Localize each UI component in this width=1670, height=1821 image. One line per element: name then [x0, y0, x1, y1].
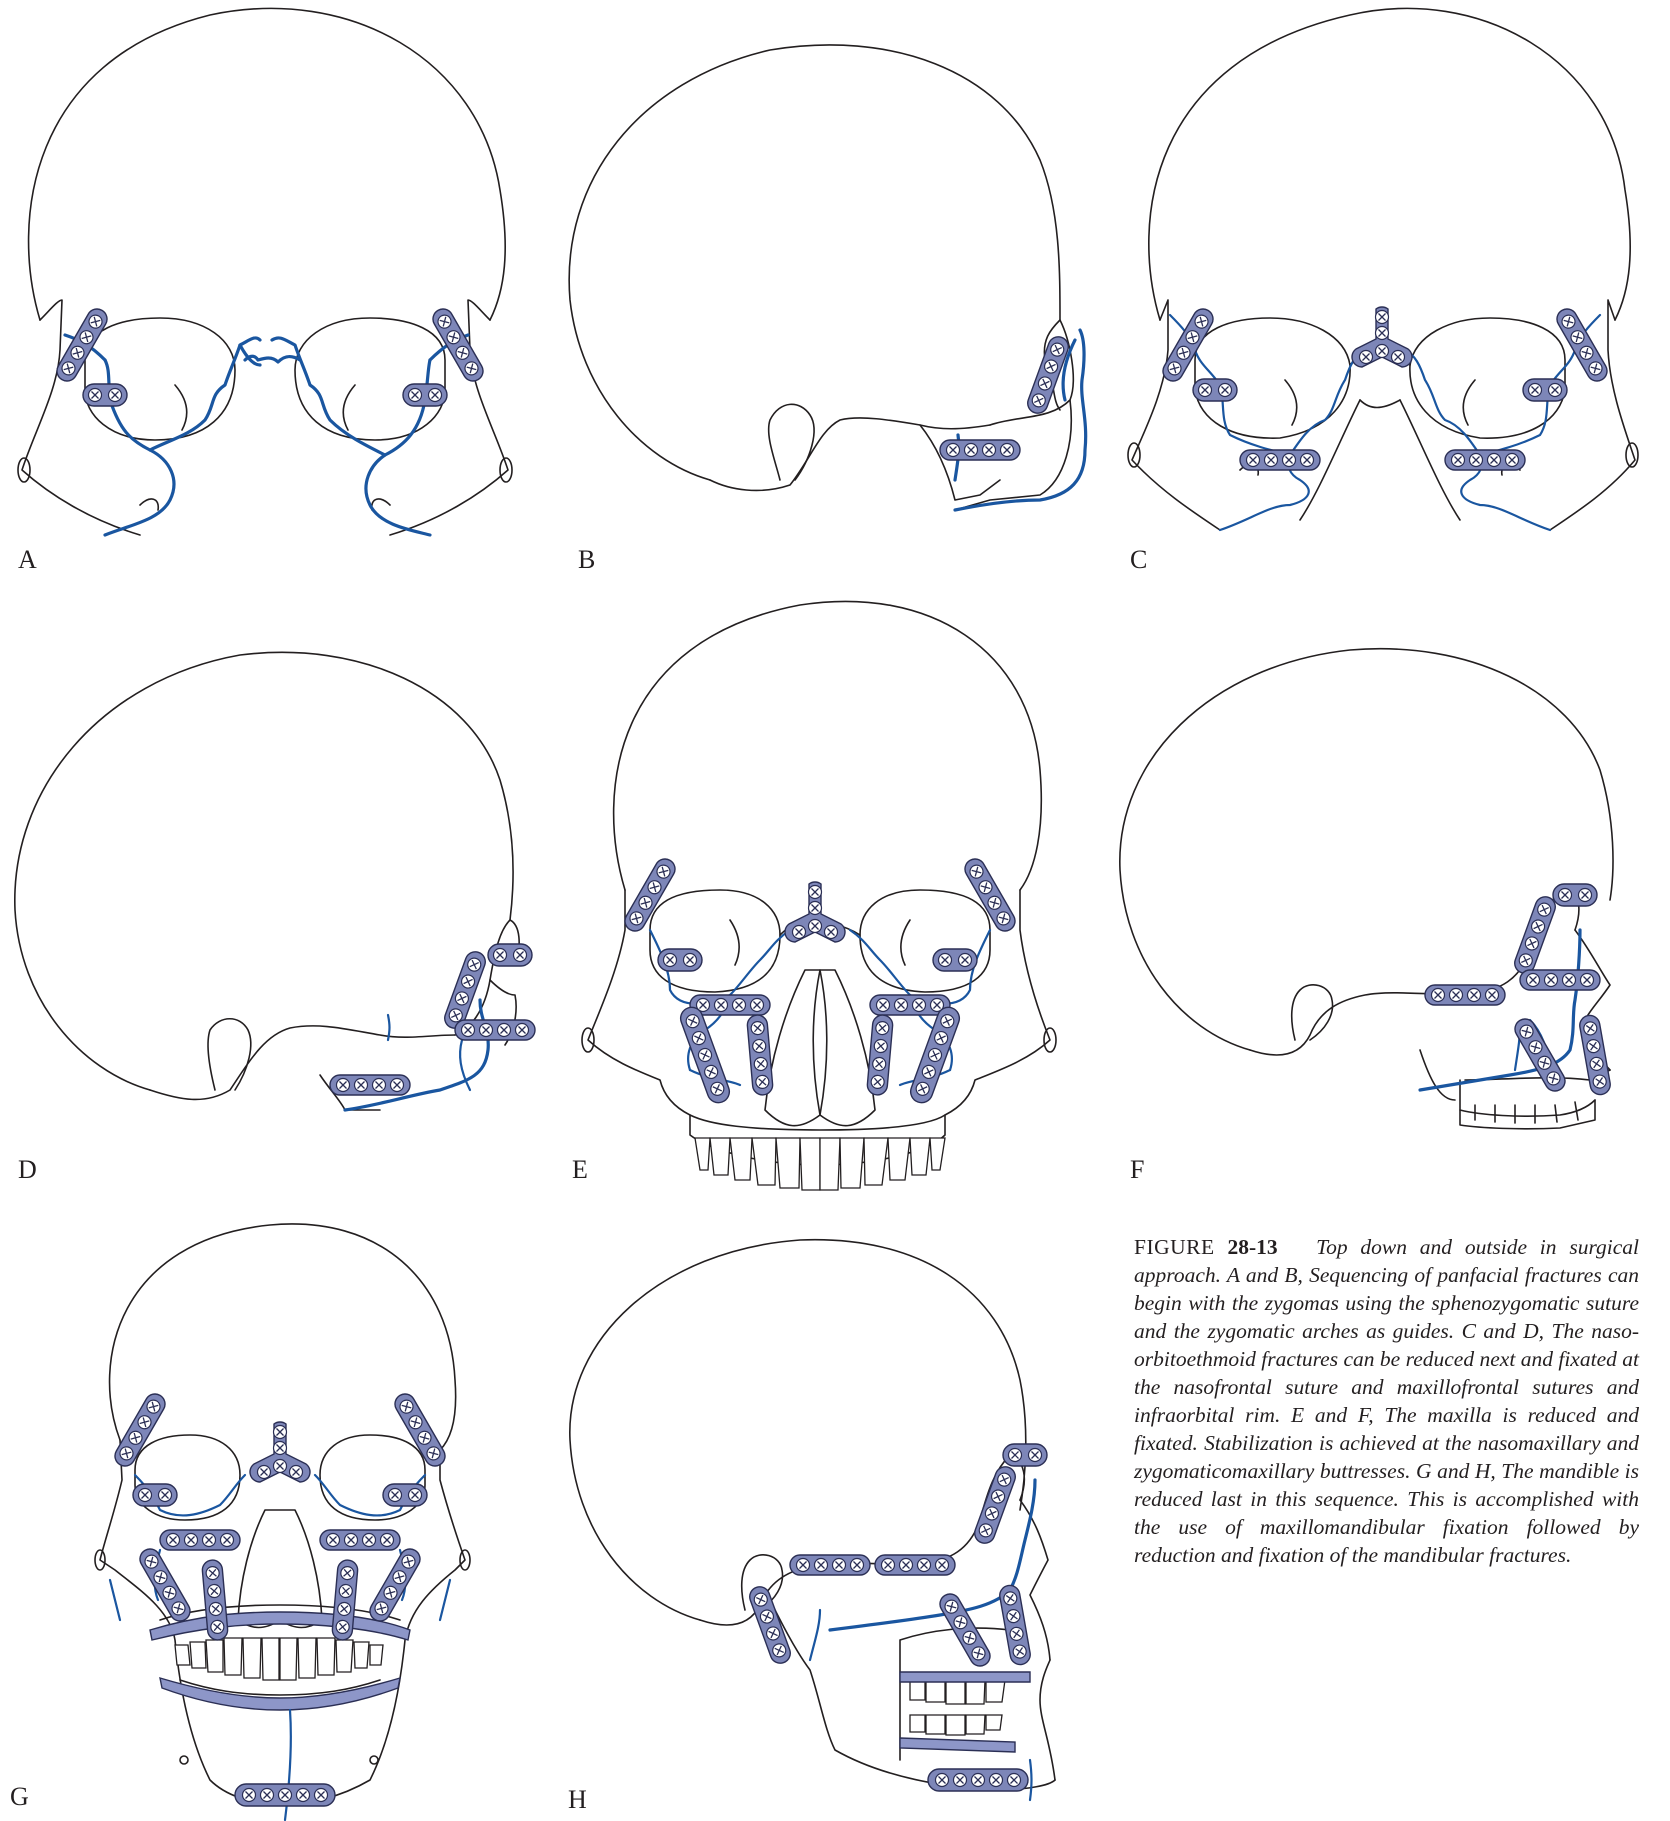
skull-illustration-d	[10, 650, 530, 1130]
skull-illustration-b	[560, 40, 1100, 530]
panel-h: H	[570, 1240, 1110, 1800]
figure-caption: FIGURE 28-13 Top down and outside in sur…	[1134, 1233, 1639, 1569]
panel-label: B	[578, 545, 595, 575]
panel-f: F	[1120, 650, 1640, 1140]
figure-word: FIGURE	[1134, 1235, 1215, 1259]
panel-label: H	[568, 1785, 587, 1815]
panel-label: E	[572, 1155, 588, 1185]
caption-text: Top down and outside in surgical approac…	[1134, 1235, 1639, 1567]
panel-d: D	[10, 650, 530, 1130]
skull-illustration-g	[80, 1220, 480, 1820]
panel-label: D	[18, 1155, 37, 1185]
skull-illustration-h	[570, 1240, 1110, 1800]
panel-label: F	[1130, 1155, 1144, 1185]
panel-b: B	[560, 40, 1100, 530]
panel-a: A	[10, 0, 510, 540]
teeth	[695, 1138, 945, 1190]
teeth-h	[910, 1680, 1005, 1735]
figure-number: 28-13	[1227, 1235, 1277, 1259]
panel-label: C	[1130, 545, 1147, 575]
panel-label: G	[10, 1782, 29, 1812]
skull-illustration-e	[580, 590, 1060, 1190]
panel-c: C	[1120, 0, 1640, 540]
skull-illustration-c	[1120, 0, 1640, 540]
skull-illustration-a	[10, 0, 510, 540]
panel-label: A	[18, 545, 37, 575]
panel-e: E	[580, 590, 1060, 1190]
upper-teeth	[175, 1638, 383, 1680]
panel-g: G	[80, 1220, 480, 1820]
skull-illustration-f	[1120, 650, 1640, 1140]
